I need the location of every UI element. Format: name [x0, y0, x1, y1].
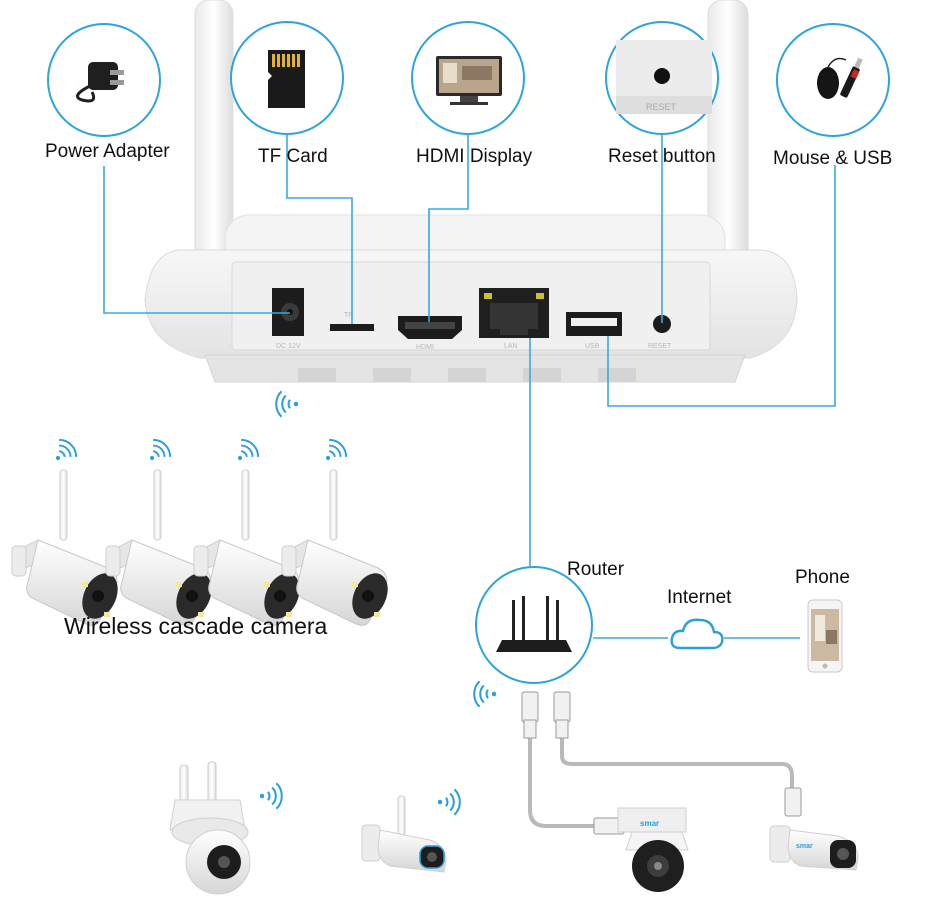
inset-hdmi-display	[411, 21, 525, 135]
label-tf-card: TF Card	[258, 146, 328, 167]
label-internet: Internet	[667, 587, 732, 608]
monitor-icon	[436, 56, 502, 105]
inset-mouse-usb	[776, 23, 890, 137]
power-adapter-icon	[76, 62, 124, 103]
reset-button-icon: RESET	[616, 40, 712, 114]
tf-card-icon	[268, 50, 305, 108]
inset-reset-caption: RESET	[646, 102, 677, 112]
cloud-icon	[670, 618, 724, 650]
port-label-hdmi: HDMI	[416, 344, 434, 351]
label-router: Router	[567, 559, 625, 580]
port-label-reset: RESET	[648, 343, 672, 350]
label-hdmi-display: HDMI Display	[416, 146, 533, 167]
ptz-camera-wired: smar	[617, 807, 689, 892]
tf-card-slot	[330, 324, 374, 331]
bullet-camera-wired: smar	[769, 825, 859, 871]
label-mouse-usb: Mouse & USB	[773, 148, 893, 169]
label-phone: Phone	[795, 567, 850, 588]
port-label-lan: LAN	[504, 343, 518, 350]
ptz-camera-wifi	[169, 761, 251, 895]
port-label-usb: USB	[585, 343, 600, 350]
phone-icon	[807, 599, 843, 673]
nvr-recorder: DC 12V TF HDMI LAN USB RESET	[144, 214, 798, 383]
ethernet-cables	[521, 691, 802, 835]
port-label-dc: DC 12V	[276, 343, 301, 350]
brand-logo-ptz: smar	[640, 819, 659, 828]
inset-tf-card	[230, 21, 344, 135]
label-reset-button: Reset button	[608, 146, 716, 167]
label-wireless-cascade-camera: Wireless cascade camera	[64, 613, 328, 639]
router-node	[475, 566, 593, 684]
reset-hole	[653, 315, 671, 333]
inset-reset-button: RESET	[605, 21, 719, 135]
nvr-connector-lines	[103, 134, 836, 575]
internet-link	[593, 618, 800, 650]
brand-logo-bullet: smar	[796, 843, 813, 850]
mouse-usb-icon	[817, 57, 863, 99]
cascade-camera-4	[281, 469, 396, 626]
bullet-camera-wifi	[361, 795, 447, 873]
cascade-cameras	[11, 469, 396, 626]
inset-power-adapter	[47, 23, 161, 137]
port-label-tf: TF	[344, 312, 353, 319]
label-power-adapter: Power Adapter	[45, 141, 170, 162]
router-icon	[496, 596, 572, 652]
